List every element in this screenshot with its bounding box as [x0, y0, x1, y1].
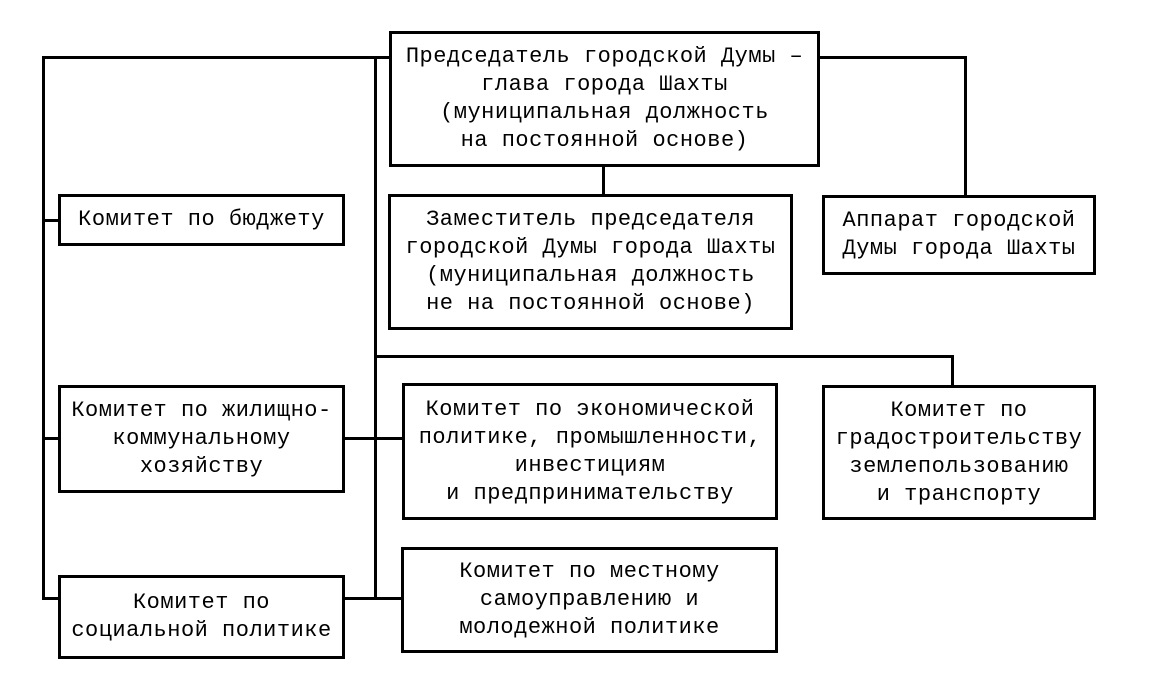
connector-middle-rail: [374, 56, 377, 600]
node-urban-label: Комитет по градостроительству землепольз…: [835, 397, 1083, 507]
node-chairman: Председатель городской Думы – глава горо…: [389, 31, 820, 167]
connector-chairman-to-right: [820, 56, 967, 59]
connector-stub-budget: [42, 219, 58, 222]
node-economy-label: Комитет по экономической политике, промы…: [418, 396, 762, 506]
node-chairman-label: Председатель городской Думы – глава горо…: [405, 44, 804, 153]
connector-to-urban: [951, 355, 954, 385]
node-social: Комитет по социальной политике: [58, 575, 345, 659]
node-apparatus: Аппарат городской Думы города Шахты: [822, 195, 1096, 275]
connector-left-rail: [42, 56, 45, 600]
node-housing: Комитет по жилищно- коммунальному хозяйс…: [58, 385, 345, 493]
node-housing-label: Комитет по жилищно- коммунальному хозяйс…: [71, 398, 332, 479]
connector-stub-social: [42, 597, 58, 600]
node-selfgov: Комитет по местному самоуправлению и мол…: [401, 547, 778, 653]
node-selfgov-label: Комитет по местному самоуправлению и мол…: [459, 559, 720, 640]
connector-social-to-selfgov: [345, 597, 401, 600]
connector-stub-housing: [42, 437, 58, 440]
connector-housing-to-economy: [345, 437, 402, 440]
node-budget-label: Комитет по бюджету: [78, 207, 325, 232]
connector-to-apparatus: [964, 56, 967, 195]
node-deputy: Заместитель председателя городской Думы …: [388, 194, 793, 330]
node-budget: Комитет по бюджету: [58, 194, 345, 246]
connector-chairman-to-deputy: [602, 167, 605, 194]
connector-chairman-to-left-rail: [42, 56, 389, 59]
node-urban: Комитет по градостроительству землепольз…: [822, 385, 1096, 520]
node-social-label: Комитет по социальной политике: [71, 590, 332, 643]
node-economy: Комитет по экономической политике, промы…: [402, 383, 778, 520]
node-deputy-label: Заместитель председателя городской Думы …: [405, 207, 776, 316]
node-apparatus-label: Аппарат городской Думы города Шахты: [842, 208, 1076, 261]
connector-middle-row: [374, 355, 954, 358]
